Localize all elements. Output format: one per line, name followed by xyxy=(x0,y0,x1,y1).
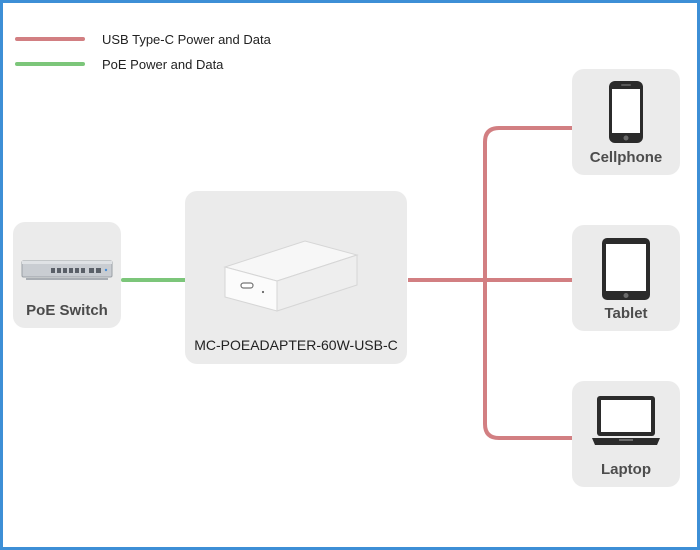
cellphone-icon xyxy=(609,81,643,143)
usb-line-to-cellphone xyxy=(483,126,572,280)
legend-item-usb: USB Type-C Power and Data xyxy=(15,31,271,47)
tablet-icon xyxy=(602,238,650,300)
laptop-label: Laptop xyxy=(601,461,651,478)
laptop-card: Laptop xyxy=(572,381,680,487)
tablet-label: Tablet xyxy=(604,305,648,322)
poe-switch-card: PoE Switch xyxy=(13,222,121,328)
usb-line-to-laptop xyxy=(483,280,572,440)
poe-switch-label: PoE Switch xyxy=(26,302,108,319)
cellphone-label: Cellphone xyxy=(589,149,663,166)
tablet-card: Tablet xyxy=(572,225,680,331)
legend-poe-swatch xyxy=(15,62,85,66)
legend-usb-label: USB Type-C Power and Data xyxy=(102,31,271,47)
cellphone-card: Cellphone xyxy=(572,69,680,175)
poe-switch-icon xyxy=(21,260,113,280)
adapter-label: MC-POEADAPTER-60W-USB-C xyxy=(194,337,398,353)
legend-usb-swatch xyxy=(15,37,85,41)
legend-item-poe: PoE Power and Data xyxy=(15,56,223,72)
adapter-card: MC-POEADAPTER-60W-USB-C xyxy=(185,191,407,364)
laptop-icon xyxy=(592,396,660,445)
usb-c-adapter-icon xyxy=(223,240,359,312)
legend-poe-label: PoE Power and Data xyxy=(102,56,224,72)
